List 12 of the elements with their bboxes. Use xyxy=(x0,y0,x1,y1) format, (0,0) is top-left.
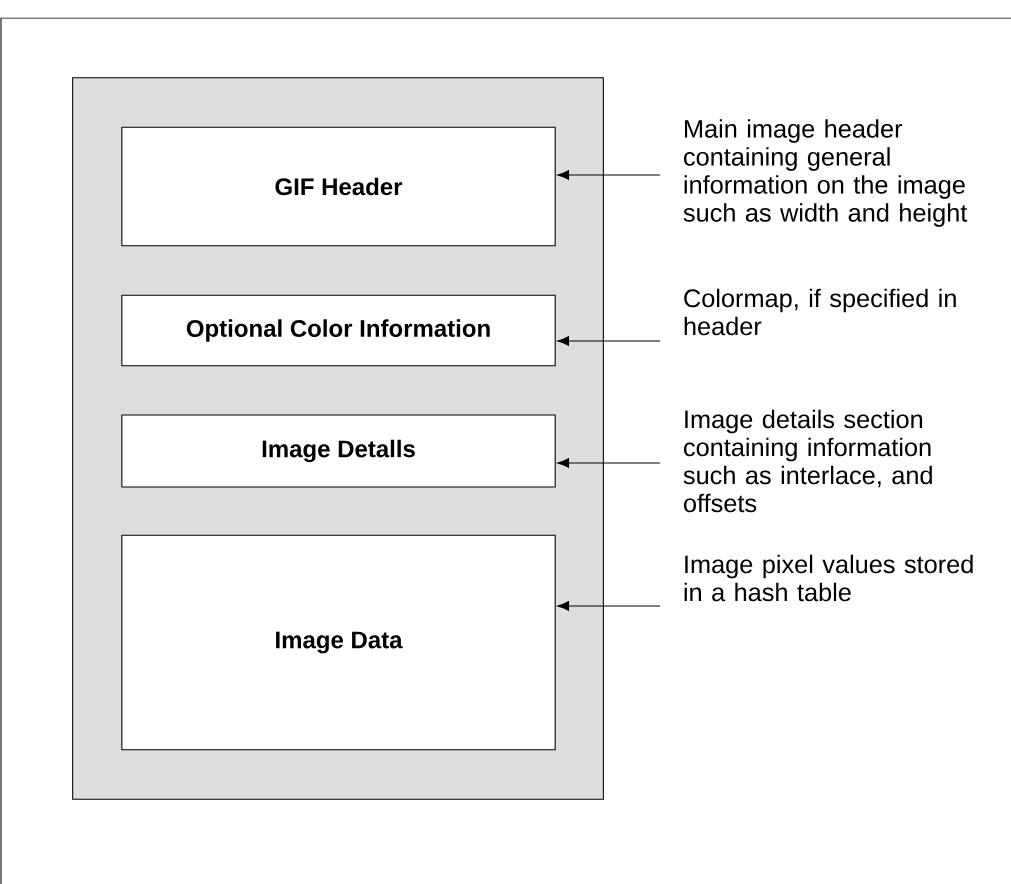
arrow xyxy=(557,336,661,346)
field-box: Image Data xyxy=(121,534,556,751)
arrow xyxy=(557,601,661,611)
annotation-text: Main image header containing general information on the image such as width and height xyxy=(683,119,968,227)
arrow xyxy=(557,458,661,468)
field-box: Image Detalls xyxy=(121,414,556,488)
annotation-text: Image pixel values stored in a hash table xyxy=(684,554,973,602)
annotation-text: Image details section containing information such as interlace, and offsets xyxy=(683,409,932,513)
annotation-text: Colormap, if specified in header xyxy=(684,288,956,336)
field-box: GIF Header xyxy=(121,126,556,247)
field-box: Optional Color Information xyxy=(121,294,556,367)
arrow xyxy=(557,170,661,180)
